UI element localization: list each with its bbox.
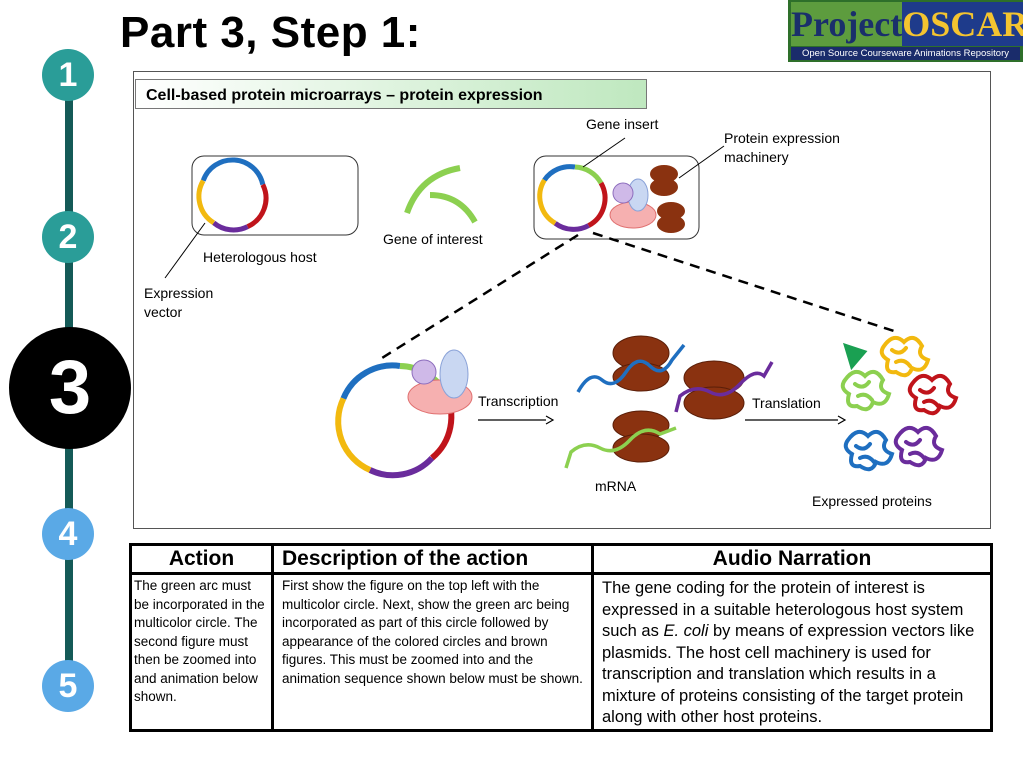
logo-word-project: Project — [791, 2, 903, 46]
project-oscar-logo: Project OSCAR Open Source Courseware Ani… — [788, 0, 1023, 62]
description-header: Description of the action — [271, 543, 594, 575]
gene-of-interest-label: Gene of interest — [383, 231, 483, 247]
step-5-marker[interactable]: 5 — [42, 660, 94, 712]
zoom-line-left — [381, 233, 579, 360]
expressed-proteins-label: Expressed proteins — [812, 493, 932, 509]
narration-text: The gene coding for the protein of inter… — [602, 579, 975, 726]
machinery-pointer — [678, 145, 725, 179]
expressed-proteins-icon — [840, 335, 959, 472]
step-1-marker[interactable]: 1 — [42, 49, 94, 101]
step-3-marker[interactable]: 3 — [9, 327, 131, 449]
gene-insert-pointer — [582, 137, 626, 168]
protein-machinery-label-line1: Protein expression — [724, 130, 840, 146]
transcription-label: Transcription — [478, 393, 559, 409]
narration-header: Audio Narration — [591, 543, 993, 575]
gene-insert-label: Gene insert — [586, 116, 659, 132]
host-cell-outline — [191, 155, 359, 236]
narration-organism: E. coli — [663, 622, 709, 640]
mrna-label: mRNA — [595, 478, 637, 494]
expression-vector-label-line2: vector — [144, 304, 183, 320]
action-header: Action — [129, 543, 274, 575]
expression-vector-pointer — [164, 222, 206, 279]
plasmid-icon — [196, 157, 269, 233]
expression-vector-label-line1: Expression — [144, 285, 214, 301]
heterologous-host-label: Heterologous host — [203, 249, 317, 265]
expression-machinery-icon — [609, 165, 685, 233]
zoom-line-right — [592, 231, 901, 335]
page-title: Part 3, Step 1: — [120, 8, 421, 57]
protein-machinery-label-line2: machinery — [724, 149, 789, 165]
logo-tagline: Open Source Courseware Animations Reposi… — [791, 47, 1020, 60]
storyboard-table: Action Description of the action Audio N… — [129, 543, 993, 732]
logo-word-oscar: OSCAR — [902, 2, 1023, 46]
ribosome-mrna-group — [564, 335, 774, 469]
step-4-marker[interactable]: 4 — [42, 508, 94, 560]
recombinant-plasmid-icon — [537, 164, 608, 232]
figure-caption: Cell-based protein microarrays – protein… — [135, 79, 647, 109]
description-text: First show the figure on the top left wi… — [282, 578, 583, 686]
zoomed-machinery-icon — [407, 349, 473, 415]
gene-of-interest-icon — [404, 165, 478, 224]
action-text: The green arc must be incorporated in th… — [134, 578, 265, 704]
translation-label: Translation — [752, 395, 821, 411]
step-2-marker[interactable]: 2 — [42, 211, 94, 263]
